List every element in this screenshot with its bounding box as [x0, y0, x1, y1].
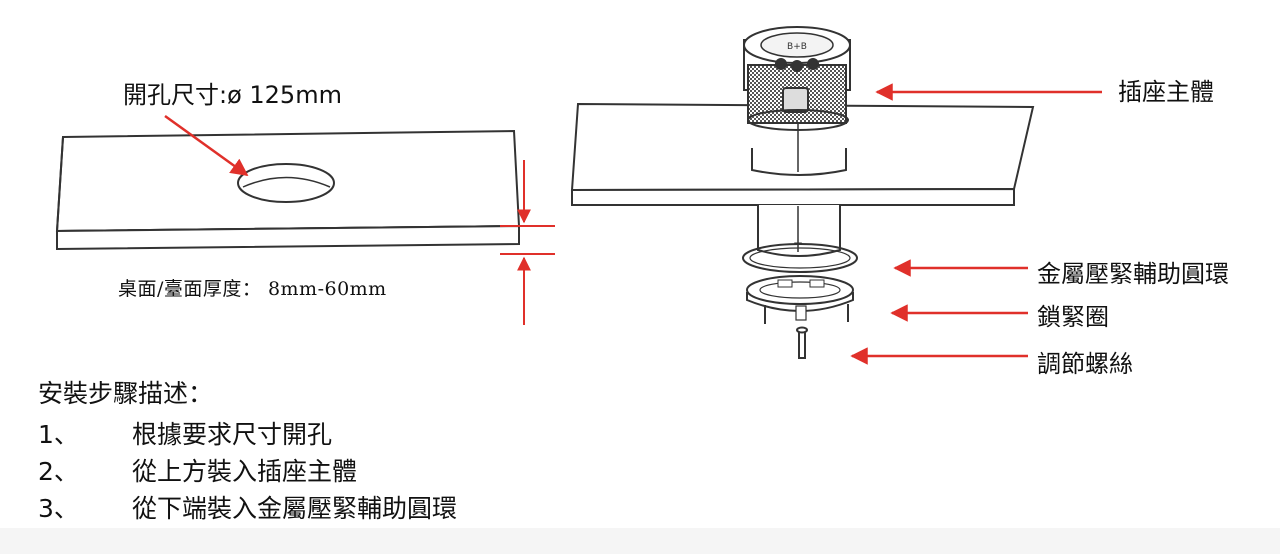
- step-number: 1、: [38, 419, 79, 449]
- steps-title: 安裝步驟描述：: [38, 379, 214, 408]
- cutout-hole: [237, 163, 335, 203]
- step-item: 1、 根據要求尺寸開孔: [38, 414, 457, 451]
- step-text: 從上方裝入插座主體: [132, 456, 358, 486]
- step-number: 3、: [38, 493, 79, 523]
- step-text: 根據要求尺寸開孔: [132, 419, 333, 449]
- label-socket-body: 插座主體: [1118, 78, 1214, 106]
- thickness-dimension: [500, 160, 555, 325]
- label-adjustment-screw: 調節螺絲: [1037, 350, 1133, 378]
- metal-pressure-ring: [742, 243, 858, 273]
- locking-ring: [746, 275, 854, 324]
- adjustment-screw: [796, 326, 808, 359]
- step-text: 從下端裝入金屬壓緊輔助圓環: [132, 493, 458, 523]
- hole-arrow: [164, 114, 249, 177]
- step-number: 2、: [38, 456, 79, 486]
- callout-arrows: [850, 83, 1102, 365]
- step-item: 3、 從下端裝入金屬壓緊輔助圓環: [38, 488, 457, 525]
- label-locking-ring: 鎖緊圈: [1037, 303, 1109, 331]
- label-metal-ring: 金屬壓緊輔助圓環: [1037, 260, 1229, 288]
- installation-steps: 安裝步驟描述： 1、 根據要求尺寸開孔 2、 從上方裝入插座主體 3、 從下端裝…: [38, 374, 457, 525]
- bottom-strip: [0, 528, 1280, 554]
- hole-size-label: 開孔尺寸:ø 125mm: [123, 81, 342, 109]
- device-logo: B+B: [787, 42, 807, 52]
- socket-body: B+B: [743, 26, 851, 176]
- plus-marker: +: [793, 236, 803, 250]
- thickness-label: 桌面/臺面厚度： 8mm-60mm: [118, 278, 387, 300]
- step-item: 2、 從上方裝入插座主體: [38, 451, 457, 488]
